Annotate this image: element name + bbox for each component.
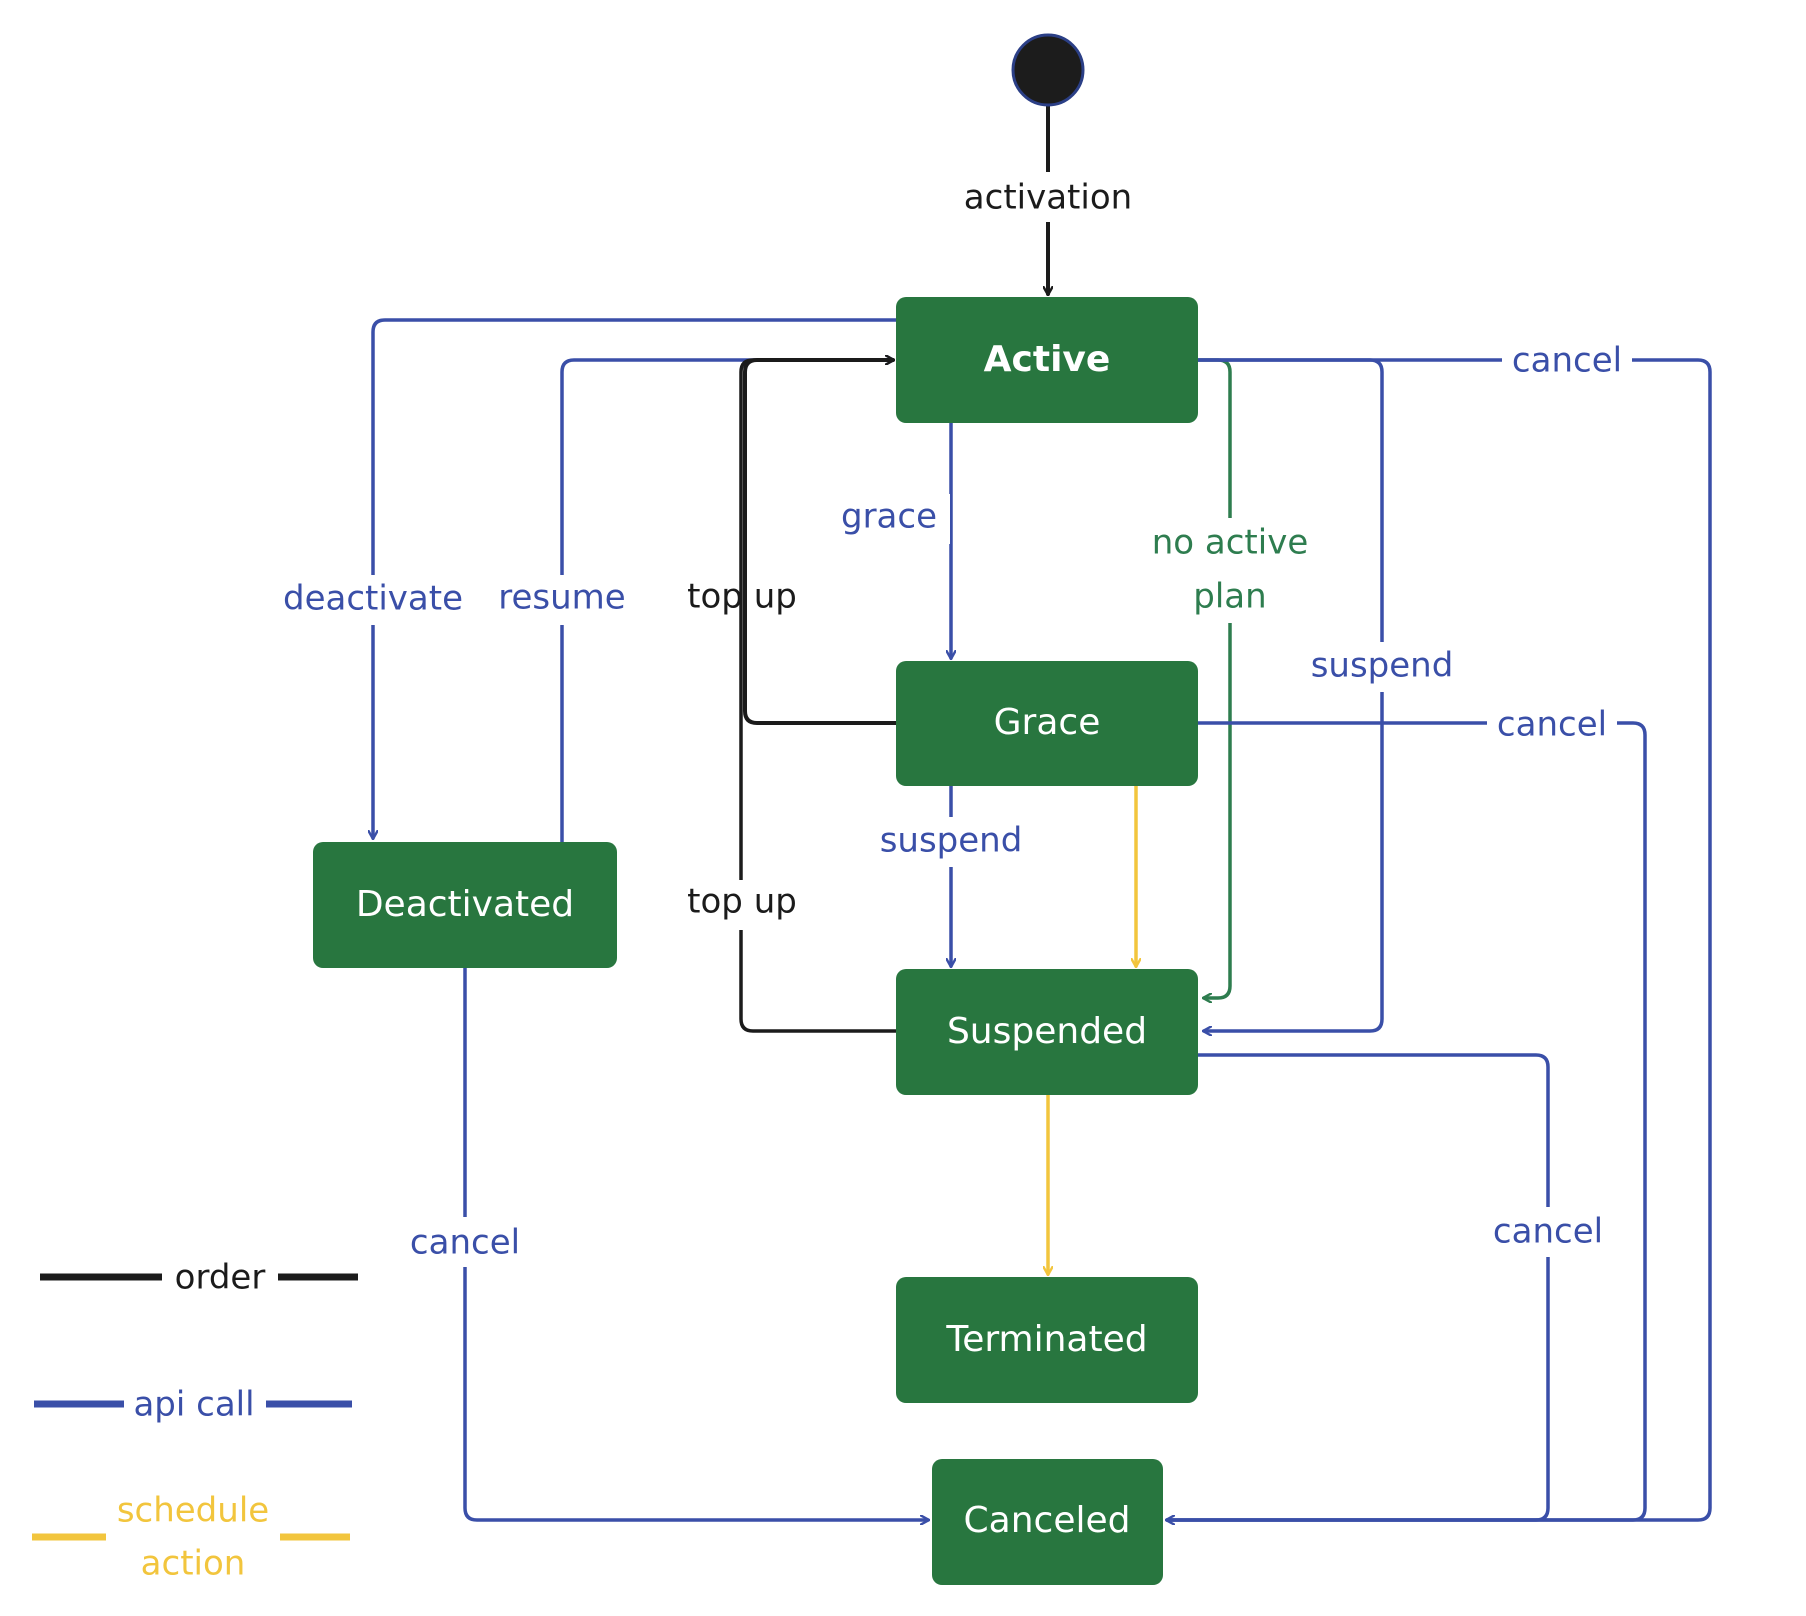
label-no-active-plan-line2: plan bbox=[1193, 577, 1266, 617]
legend-order: order bbox=[40, 1258, 358, 1298]
label-suspend-grace: suspend bbox=[880, 821, 1023, 861]
label-no-active-plan-line1: no active bbox=[1152, 523, 1309, 563]
state-canceled: Canceled bbox=[932, 1459, 1163, 1585]
label-cancel-deactivated: cancel bbox=[410, 1223, 520, 1263]
state-terminated: Terminated bbox=[896, 1277, 1198, 1403]
legend-schedule-action: schedule action bbox=[32, 1491, 350, 1584]
legend-api-call: api call bbox=[34, 1385, 352, 1425]
no-active-plan-connector bbox=[1196, 358, 1232, 998]
state-grace: Grace bbox=[896, 661, 1198, 786]
legend-schedule-action-line2: action bbox=[141, 1544, 246, 1584]
label-top-up-grace: top up bbox=[687, 577, 797, 617]
label-top-up-suspended: top up bbox=[687, 882, 797, 922]
label-cancel-suspended: cancel bbox=[1493, 1212, 1603, 1252]
state-suspended-label: Suspended bbox=[947, 1011, 1147, 1052]
suspend-active-connector bbox=[1196, 358, 1384, 1031]
cancel-suspended-connector bbox=[1165, 1053, 1550, 1522]
cancel-active-connector bbox=[1167, 358, 1712, 1520]
label-cancel-active: cancel bbox=[1512, 341, 1622, 381]
cancel-deactivated-connector bbox=[463, 964, 928, 1520]
legend: order api call schedule action bbox=[32, 1258, 358, 1584]
start-node bbox=[1011, 33, 1085, 107]
resume-connector bbox=[560, 360, 893, 844]
label-deactivate: deactivate bbox=[283, 579, 463, 619]
state-active-label: Active bbox=[984, 339, 1111, 380]
state-deactivated: Deactivated bbox=[313, 842, 617, 968]
state-deactivated-label: Deactivated bbox=[356, 884, 574, 925]
cancel-grace-connector bbox=[1165, 721, 1647, 1522]
deactivate-connector bbox=[373, 318, 898, 838]
legend-schedule-action-line1: schedule bbox=[117, 1491, 269, 1531]
state-terminated-label: Terminated bbox=[945, 1319, 1147, 1360]
label-suspend-active: suspend bbox=[1311, 646, 1454, 686]
state-active: Active bbox=[896, 297, 1198, 423]
label-grace: grace bbox=[841, 497, 937, 537]
state-suspended: Suspended bbox=[896, 969, 1198, 1095]
state-canceled-label: Canceled bbox=[964, 1500, 1131, 1541]
top-up-suspended-connector bbox=[739, 358, 898, 1033]
label-resume: resume bbox=[498, 578, 625, 618]
label-cancel-grace: cancel bbox=[1497, 705, 1607, 745]
state-grace-label: Grace bbox=[994, 702, 1101, 743]
legend-api-call-label: api call bbox=[133, 1385, 254, 1425]
legend-order-label: order bbox=[175, 1258, 266, 1298]
label-activation: activation bbox=[964, 178, 1132, 218]
